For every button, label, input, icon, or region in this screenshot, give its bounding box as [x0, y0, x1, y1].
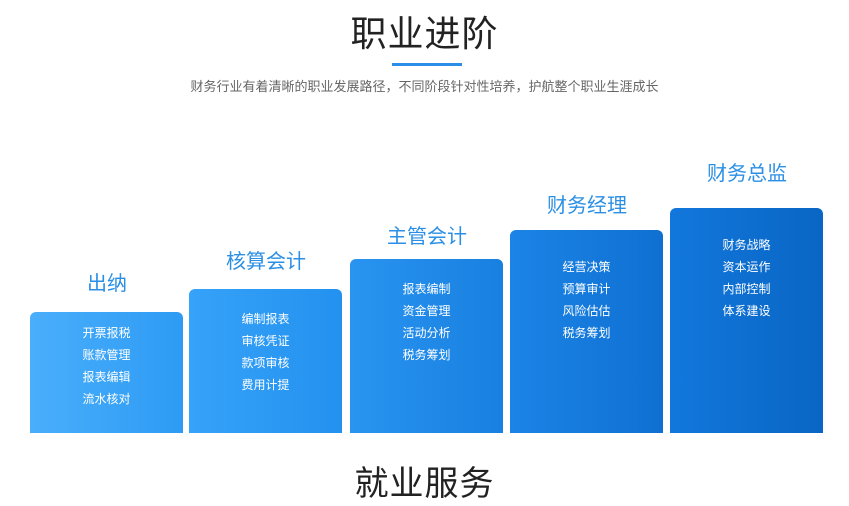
step-item: 账款管理: [82, 348, 131, 362]
step-card-supervisor: 报表编制 资金管理 活动分析 税务筹划: [350, 259, 509, 433]
step-item: 税务筹划: [562, 326, 611, 340]
step-card-manager: 经营决策 预算审计 风险估估 税务筹划: [510, 230, 669, 433]
card-notch: [503, 334, 509, 348]
step-item: 报表编辑: [82, 370, 131, 384]
step-item: 经营决策: [562, 260, 611, 274]
step-item: 款项审核: [241, 356, 290, 370]
step-item: 财务战略: [722, 238, 771, 252]
step-item: 内部控制: [722, 282, 771, 296]
step-item: 流水核对: [82, 392, 131, 406]
step-label-cashier: 出纳: [87, 271, 127, 295]
step-item: 风险估估: [562, 304, 611, 318]
step-item: 税务筹划: [402, 348, 451, 362]
page-subtitle: 财务行业有着清晰的职业发展路径，不同阶段针对性培养，护航整个职业生涯成长: [190, 80, 659, 95]
step-item: 预算审计: [562, 282, 611, 296]
step-label-manager: 财务经理: [547, 193, 627, 217]
step-item: 费用计提: [241, 378, 290, 392]
step-label-accountant: 核算会计: [226, 249, 306, 273]
step-item: 活动分析: [402, 326, 451, 340]
step-item: 开票报税: [82, 326, 131, 340]
title-underline: [392, 63, 462, 66]
step-card-cashier: 开票报税 账款管理 报表编辑 流水核对: [30, 312, 189, 433]
card-notch: [663, 335, 669, 349]
card-notch: [342, 334, 348, 348]
step-card-director: 财务战略 资本运作 内部控制 体系建设: [670, 208, 829, 433]
step-item: 资金管理: [402, 304, 451, 318]
step-card-accountant: 编制报表 审核凭证 款项审核 费用计提: [189, 289, 348, 433]
next-section-title: 就业服务: [354, 464, 495, 504]
step-item: 审核凭证: [241, 334, 290, 348]
step-item: 资本运作: [722, 260, 771, 274]
step-label-supervisor: 主管会计: [387, 224, 467, 248]
step-label-director: 财务总监: [707, 161, 787, 185]
step-item: 报表编制: [402, 282, 451, 296]
card-notch: [823, 335, 829, 349]
step-item: 体系建设: [722, 304, 771, 318]
step-item: 编制报表: [241, 312, 290, 326]
card-notch: [183, 336, 189, 350]
page-title: 职业进阶: [350, 14, 499, 55]
